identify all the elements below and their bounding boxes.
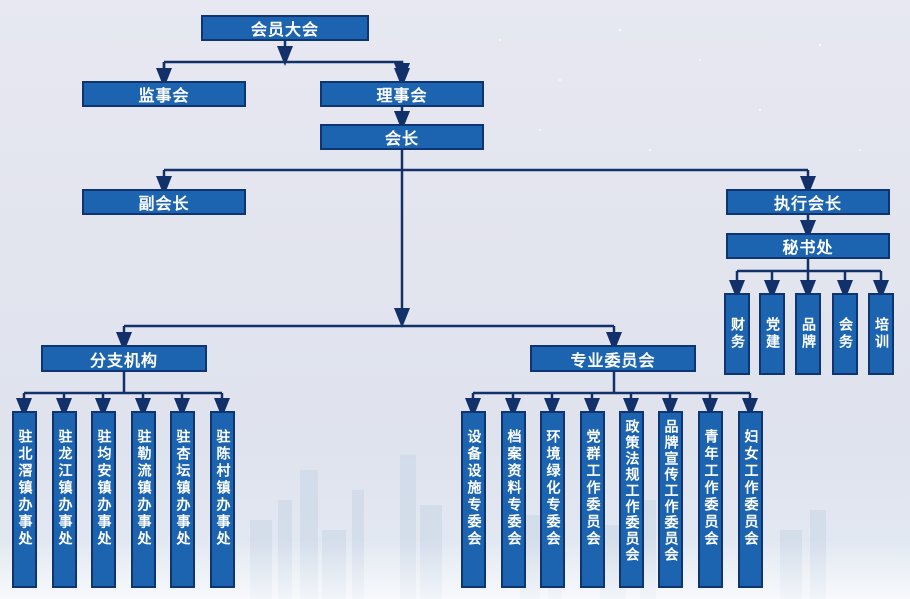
node-branch-beijiao: 驻北滘镇办事处: [12, 411, 37, 588]
node-branch-leliu: 驻勒流镇办事处: [131, 411, 156, 588]
node-president: 会长: [320, 124, 484, 150]
node-committee-youth: 青年工作委员会: [698, 411, 723, 588]
node-committees: 专业委员会: [530, 345, 696, 372]
node-party-building: 党建: [759, 293, 785, 375]
node-committee-party: 党群工作委员会: [580, 411, 605, 588]
node-committee-green: 环境绿化专委会: [540, 411, 565, 588]
node-committee-brand: 品牌宣传工作委员会: [658, 411, 683, 588]
node-secretariat: 秘书处: [726, 233, 890, 259]
node-brand: 品牌: [795, 293, 821, 375]
node-branch-longjiang: 驻龙江镇办事处: [52, 411, 77, 588]
node-supervisory-board: 监事会: [82, 81, 246, 107]
node-vice-president: 副会长: [82, 189, 246, 215]
node-training: 培训: [868, 293, 894, 375]
node-branch-xingtan: 驻杏坛镇办事处: [170, 411, 195, 588]
node-council: 理事会: [320, 81, 484, 107]
node-affairs: 会务: [832, 293, 858, 375]
node-committee-facilities: 设备设施专委会: [461, 411, 486, 588]
node-executive-president: 执行会长: [726, 189, 890, 215]
node-committee-archives: 档案资料专委会: [501, 411, 526, 588]
node-branch-junan: 驻均安镇办事处: [91, 411, 116, 588]
node-general-assembly: 会员大会: [201, 15, 369, 41]
node-committee-women: 妇女工作委员会: [738, 411, 763, 588]
node-committee-policy: 政策法规工作委员会: [619, 411, 644, 588]
node-branches: 分支机构: [41, 345, 207, 372]
connector-secretariat-bus: [737, 259, 881, 273]
node-finance: 财务: [724, 293, 750, 375]
connector-assembly-branch: [162, 62, 402, 73]
connector-committees-bus: [473, 371, 750, 395]
node-branch-chencun: 驻陈村镇办事处: [210, 411, 235, 588]
connector-branches-bus: [24, 371, 222, 395]
